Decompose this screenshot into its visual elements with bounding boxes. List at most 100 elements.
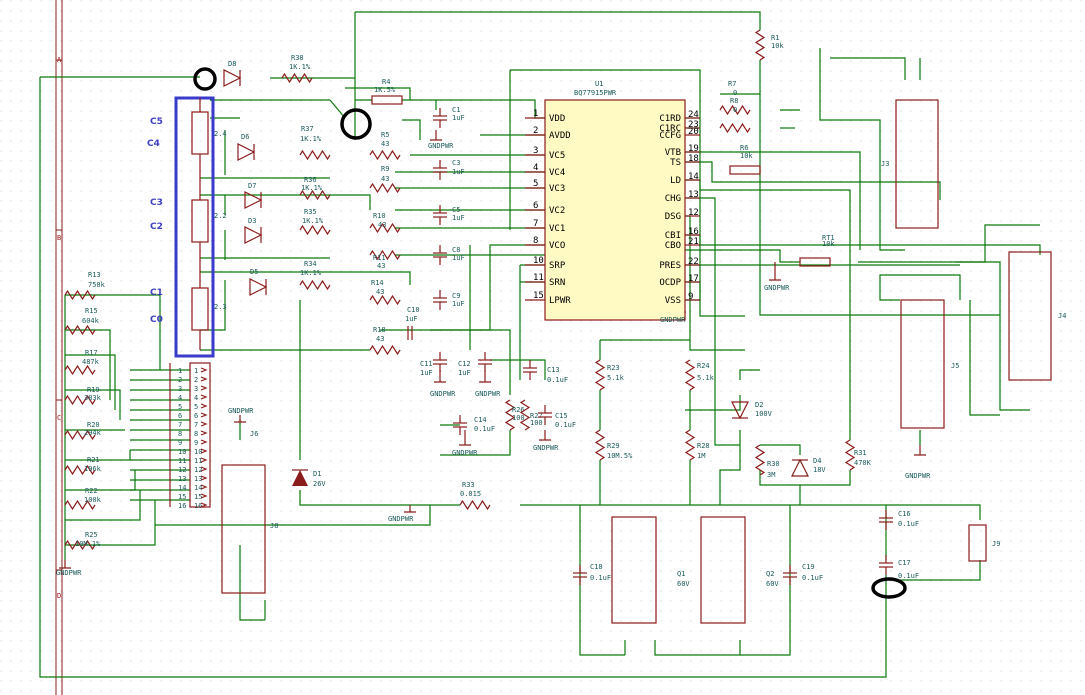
header-pin-arrow	[200, 457, 208, 463]
resistor-ref-r25: R25	[85, 531, 98, 539]
ic-value: BQ77915PWR	[574, 89, 617, 97]
resistor-ref-r27: R27	[530, 412, 543, 420]
ic-right-pin-name: C1RD	[659, 114, 681, 124]
resistor-body-r14	[369, 294, 401, 306]
header-pin-left-number: 11	[178, 457, 186, 465]
ic-right-pin-name: TS	[670, 158, 681, 168]
ic-right-pin-number: 22	[688, 257, 699, 267]
resistor-body-r9	[369, 182, 401, 194]
resistor-body-r24	[684, 359, 696, 391]
resistor-ref-r8: R8	[730, 97, 738, 105]
resistor-body-r18	[369, 344, 401, 356]
capacitor-ref-c8: C8	[452, 246, 460, 254]
header-pin-right-number: 8	[194, 430, 198, 438]
resistor-body-r28	[684, 429, 696, 461]
capacitor-ref-c1: C1	[452, 106, 460, 114]
gnd-label: GNDPWR	[533, 444, 559, 452]
ic-right-pin-number: 19	[688, 144, 699, 154]
resistor-value-r9: 43	[381, 175, 389, 183]
resistor-ref-r9: R9	[381, 165, 389, 173]
resistor-value-r33: 0.015	[460, 490, 481, 498]
resistor-value-r24: 5.1k	[697, 374, 715, 382]
capacitor-ref-c19: C19	[802, 563, 815, 571]
header-pin-arrow	[200, 385, 208, 391]
capacitor-value-c18: 0.1uF	[590, 574, 611, 582]
capacitor-value-c15: 0.1uF	[555, 421, 576, 429]
resistor-value-r14: 43	[376, 288, 384, 296]
resistor-ref-r38: R38	[291, 54, 304, 62]
connector-ref-j3: J3	[881, 160, 889, 168]
header-pin-right-number: 4	[194, 394, 198, 402]
ic-left-pin-name: VC3	[549, 184, 565, 194]
capacitor-value-c13: 0.1uF	[547, 376, 568, 384]
header-pin-right-number: 10	[194, 448, 202, 456]
resistor-body-r22	[64, 499, 96, 511]
ic-right-pin-name: LD	[670, 176, 681, 186]
resistor-value-r37: 1K.1%	[300, 135, 322, 143]
resistor-value-r23: 5.1k	[607, 374, 625, 382]
resistor-body-r20	[64, 429, 96, 441]
diode-body-d2	[731, 401, 749, 420]
ic-left-pin-number: 7	[533, 219, 538, 229]
mosfet-value-q2: 60V	[766, 580, 779, 588]
capacitor-ref-c3: C3	[452, 159, 460, 167]
resistor-value-r30: 3M	[767, 471, 775, 479]
ic-right-pin-number: 13	[688, 190, 699, 200]
header-pin-right-number: 2	[194, 376, 198, 384]
header-pin-right-number: 1	[194, 367, 198, 375]
ic-right-pin-number: 17	[688, 274, 699, 284]
header-pin-left-number: 14	[178, 484, 186, 492]
ic-left-pin-number: 15	[533, 291, 544, 301]
header-pin-right-number: 6	[194, 412, 198, 420]
mosfet-value-q1: 60V	[677, 580, 690, 588]
ic-right-pin-number: 18	[688, 154, 699, 164]
annotation-circle-1	[193, 67, 217, 91]
header-pin-left-number: 2	[178, 376, 182, 384]
gnd-label: GNDPWR	[430, 390, 456, 398]
resistor-value-r10: 43	[378, 221, 386, 229]
header-pin-left-number: 12	[178, 466, 186, 474]
ic-right-pin-number: 9	[688, 292, 693, 302]
header-pin-left-number: 6	[178, 412, 182, 420]
connector-j5	[900, 299, 945, 429]
mosfet-ref-q1: Q1	[677, 570, 685, 578]
resistor-body-r10	[369, 222, 401, 234]
ic-left-pin-number: 6	[533, 201, 538, 211]
resistor-value-r36: 1K.1%	[301, 184, 323, 192]
mosfet-q2	[700, 516, 746, 624]
ic-right-pin-name: CCFG	[659, 131, 681, 141]
capacitor-ref-c11: C11	[420, 360, 433, 368]
capacitor-ref-c10: C10	[407, 306, 420, 314]
cell-connector-blocks	[191, 98, 209, 350]
resistor-body-r30	[754, 444, 766, 476]
resistor-body-r36	[299, 189, 331, 201]
mosfet-q1	[611, 516, 657, 624]
resistor-ref-r14: R14	[371, 279, 384, 287]
header-pin-left-number: 10	[178, 448, 186, 456]
header-pin-arrow	[200, 439, 208, 445]
resistor-body-r8	[719, 122, 751, 134]
resistor-body-r34	[299, 279, 331, 291]
capacitor-layer: C11uFC31uFC51uFC81uFC91uFC101uFC111uFC12…	[405, 106, 919, 585]
ic-left-pin-number: 11	[533, 273, 544, 283]
annotation-circle-2	[340, 108, 372, 140]
capacitor-value-c10: 1uF	[405, 315, 418, 323]
resistor-value-r38: 1K.1%	[289, 63, 311, 71]
resistor-value-r27: 100	[530, 419, 543, 427]
header-pin-left-number: 15	[178, 493, 186, 501]
capacitor-value-c16: 0.1uF	[898, 520, 919, 528]
resistor-body-r4	[371, 95, 403, 105]
resistor-ref-r5: R5	[381, 131, 389, 139]
ic-right-pin-number: 23	[688, 120, 699, 130]
resistor-body-r21	[64, 464, 96, 476]
resistor-ref-r7: R7	[728, 80, 736, 88]
resistor-value-r18: 43	[376, 335, 384, 343]
resistor-ref-r22: R22	[85, 487, 98, 495]
capacitor-value-c11: 1uF	[420, 369, 433, 377]
ic-left-pin-name: LPWR	[549, 296, 571, 306]
resistor-ref-r18: R18	[373, 326, 386, 334]
header-pin-arrow	[200, 502, 208, 508]
